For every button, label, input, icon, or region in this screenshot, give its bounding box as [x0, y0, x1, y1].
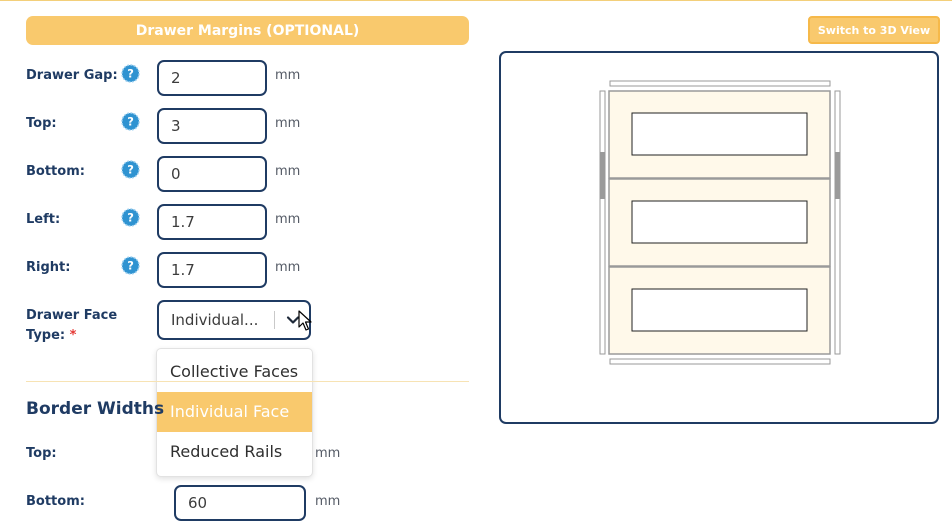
help-icon[interactable]: ?	[121, 112, 140, 131]
svg-text:?: ?	[127, 114, 134, 128]
left-margin-input[interactable]: 1.7	[157, 204, 267, 240]
cabinet-preview-panel	[499, 51, 939, 424]
drawer-face-type-label: Drawer Face Type: *	[26, 306, 117, 346]
right-margin-value: 1.7	[171, 261, 195, 279]
help-icon[interactable]: ?	[121, 160, 140, 179]
drawer-gap-label: Drawer Gap:	[26, 68, 118, 83]
border-bottom-value: 60	[188, 494, 208, 512]
svg-text:?: ?	[127, 162, 134, 176]
right-margin-input[interactable]: 1.7	[157, 252, 267, 288]
bottom-margin-unit: mm	[275, 164, 301, 179]
mouse-cursor-icon	[298, 310, 312, 331]
border-top-label: Top:	[26, 446, 57, 461]
help-icon[interactable]: ?	[121, 208, 140, 227]
chevron-down-icon[interactable]	[285, 312, 301, 328]
left-side-slide	[600, 152, 605, 199]
drawer-face-type-value: Individual...	[171, 311, 259, 329]
border-top-unit: mm	[315, 446, 341, 461]
border-bottom-input[interactable]: 60	[174, 485, 306, 521]
help-icon[interactable]: ?	[121, 256, 140, 275]
right-margin-unit: mm	[275, 260, 301, 275]
top-margin-value: 3	[171, 117, 181, 135]
svg-text:?: ?	[127, 210, 134, 224]
left-margin-label: Left:	[26, 212, 61, 227]
option-reduced-rails[interactable]: Reduced Rails	[170, 442, 283, 461]
top-margin-unit: mm	[275, 116, 301, 131]
drawer-gap-input[interactable]: 2	[157, 60, 267, 96]
right-margin-label: Right:	[26, 260, 71, 275]
svg-text:?: ?	[127, 258, 134, 272]
drawer-gap-unit: mm	[275, 68, 301, 83]
drawer-face-type-label-line1: Drawer Face	[26, 308, 118, 323]
right-side-slide	[835, 152, 840, 199]
border-widths-title: Border Widths	[26, 399, 165, 419]
bottom-margin-label: Bottom:	[26, 164, 85, 179]
left-margin-unit: mm	[275, 212, 301, 227]
bottom-margin-value: 0	[171, 165, 181, 183]
left-margin-value: 1.7	[171, 213, 195, 231]
drawer-pocket-2	[631, 200, 808, 244]
svg-text:?: ?	[127, 66, 134, 80]
drawer-pocket-1	[631, 112, 808, 156]
option-individual-face[interactable]: Individual Face	[157, 392, 312, 432]
top-margin-label: Top:	[26, 116, 57, 131]
required-marker: *	[69, 328, 77, 343]
top-divider	[0, 0, 952, 1]
drawer-face-type-select[interactable]: Individual...	[157, 300, 311, 340]
border-bottom-label: Bottom:	[26, 494, 85, 509]
top-rail	[609, 80, 831, 87]
bottom-margin-input[interactable]: 0	[157, 156, 267, 192]
select-divider	[274, 311, 275, 329]
help-icon[interactable]: ?	[121, 64, 140, 83]
cabinet-drawing	[599, 80, 841, 365]
drawer-face-type-label-line2: Type: *	[26, 326, 117, 346]
right-side-panel	[834, 90, 841, 355]
drawer-pocket-3	[631, 288, 808, 332]
drawer-margins-header: Drawer Margins (OPTIONAL)	[26, 16, 469, 45]
drawer-gap-value: 2	[171, 69, 181, 87]
section-separator	[26, 381, 469, 382]
top-margin-input[interactable]: 3	[157, 108, 267, 144]
border-bottom-unit: mm	[315, 494, 341, 509]
bottom-rail	[609, 358, 831, 365]
drawer-face-type-menu: Collective Faces Individual Face Reduced…	[156, 348, 313, 477]
switch-to-3d-button[interactable]: Switch to 3D View	[808, 16, 940, 44]
left-side-panel	[599, 90, 606, 355]
drawer-face-type-label-text: Type:	[26, 328, 66, 343]
option-collective-faces[interactable]: Collective Faces	[170, 362, 299, 381]
